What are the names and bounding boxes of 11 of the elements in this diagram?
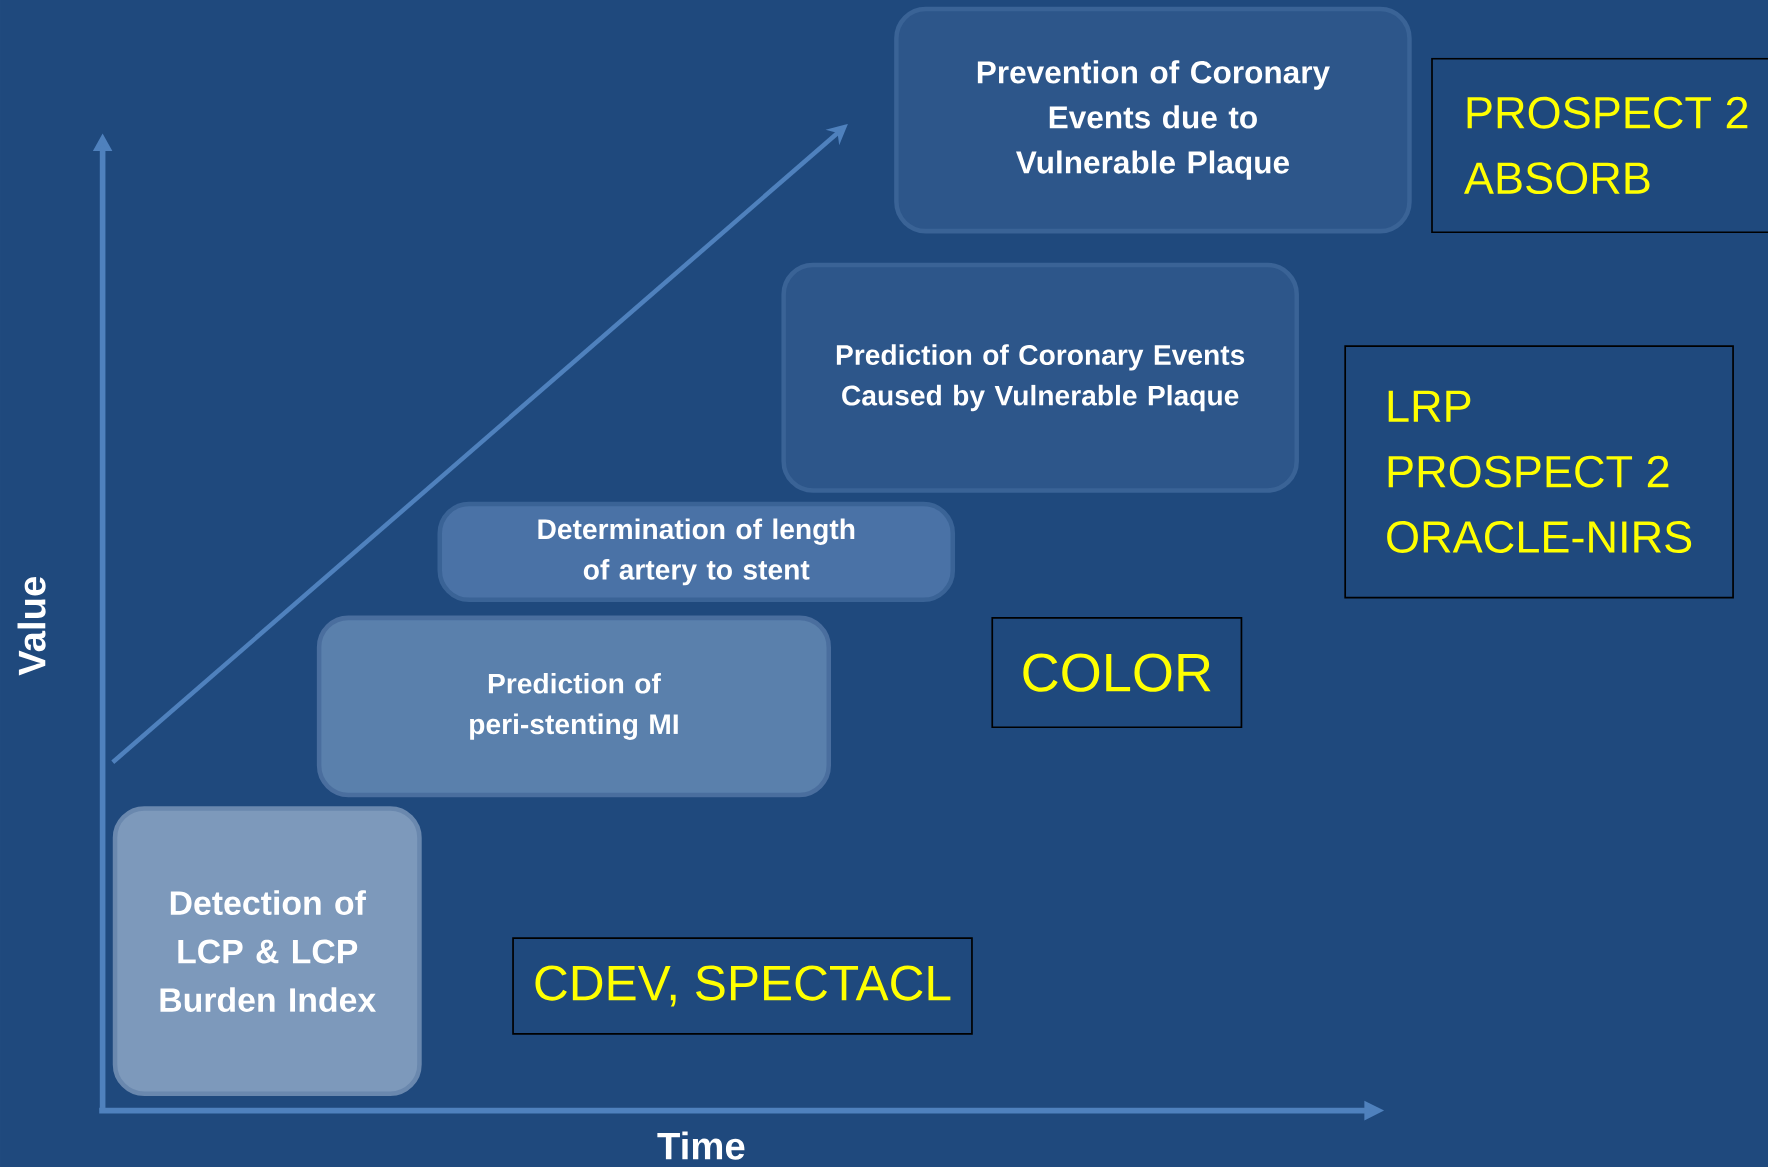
stage-box: Determination of length of artery to stent	[437, 501, 956, 603]
stage-box: Detection of LCP & LCP Burden Index	[112, 806, 422, 1096]
trial-box: CDEV, SPECTACL	[512, 937, 973, 1035]
trial-box: PROSPECT 2 ABSORB	[1431, 57, 1768, 234]
trial-box: LRP PROSPECT 2 ORACLE-NIRS	[1344, 345, 1734, 599]
axis-label: Value	[17, 577, 46, 676]
axis-label: Time	[657, 1131, 745, 1160]
stage-box: Prediction of Coronary Events Caused by Vulnerable Plaque	[781, 262, 1299, 493]
trial-box: COLOR	[991, 617, 1243, 729]
stage-box: Prevention of Coronary Events due to Vulnerable Plaque	[894, 6, 1412, 234]
stage-box: Prediction of peri-stenting MI	[316, 615, 831, 798]
